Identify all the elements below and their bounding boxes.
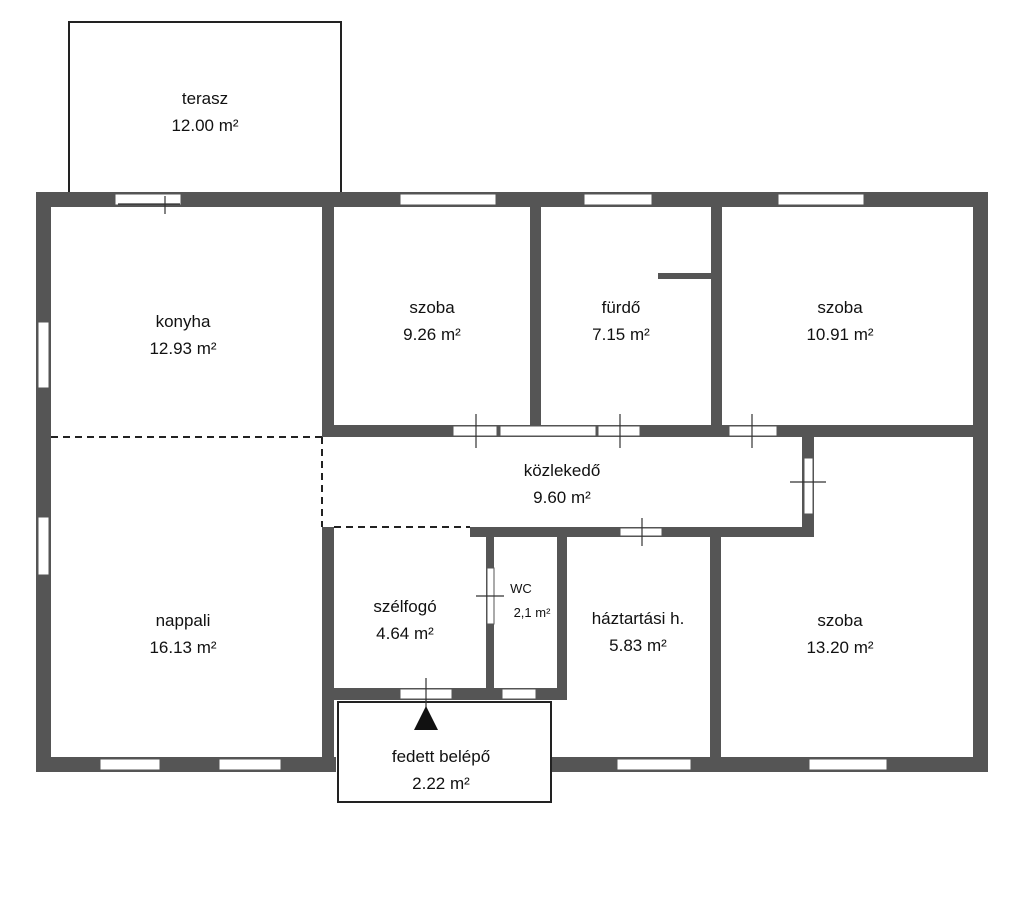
door-openings [118, 196, 826, 710]
room-area-szoba-1: 9.26 m² [403, 325, 461, 344]
room-area-fedett-belepo: 2.22 m² [412, 774, 470, 793]
room-name-wc: WC [510, 581, 532, 596]
room-area-nappali: 16.13 m² [149, 638, 216, 657]
room-area-haztartasi: 5.83 m² [609, 636, 667, 655]
covered-entrance-outline [337, 701, 552, 803]
room-name-kozlekedo: közlekedő [524, 461, 601, 480]
room-name-szoba-1: szoba [409, 298, 455, 317]
room-name-terasz: terasz [182, 89, 228, 108]
room-area-furdo: 7.15 m² [592, 325, 650, 344]
open-boundaries [51, 436, 470, 528]
room-area-szelfogo: 4.64 m² [376, 624, 434, 643]
windows [37, 193, 888, 771]
room-name-szelfogo: szélfogó [373, 597, 436, 616]
room-name-konyha: konyha [156, 312, 211, 331]
room-name-furdo: fürdő [602, 298, 641, 317]
terrace-outline [68, 21, 342, 195]
room-area-szoba-3: 13.20 m² [806, 638, 873, 657]
room-area-wc: 2,1 m² [514, 605, 552, 620]
walls [36, 192, 988, 772]
room-area-konyha: 12.93 m² [149, 339, 216, 358]
room-name-szoba-3: szoba [817, 611, 863, 630]
room-area-terasz: 12.00 m² [171, 116, 238, 135]
room-name-haztartasi: háztartási h. [592, 609, 685, 628]
room-name-fedett-belepo: fedett belépő [392, 747, 490, 766]
room-name-nappali: nappali [156, 611, 211, 630]
room-area-kozlekedo: 9.60 m² [533, 488, 591, 507]
entrance-arrow-icon [414, 706, 438, 730]
room-name-szoba-2: szoba [817, 298, 863, 317]
room-area-szoba-2: 10.91 m² [806, 325, 873, 344]
